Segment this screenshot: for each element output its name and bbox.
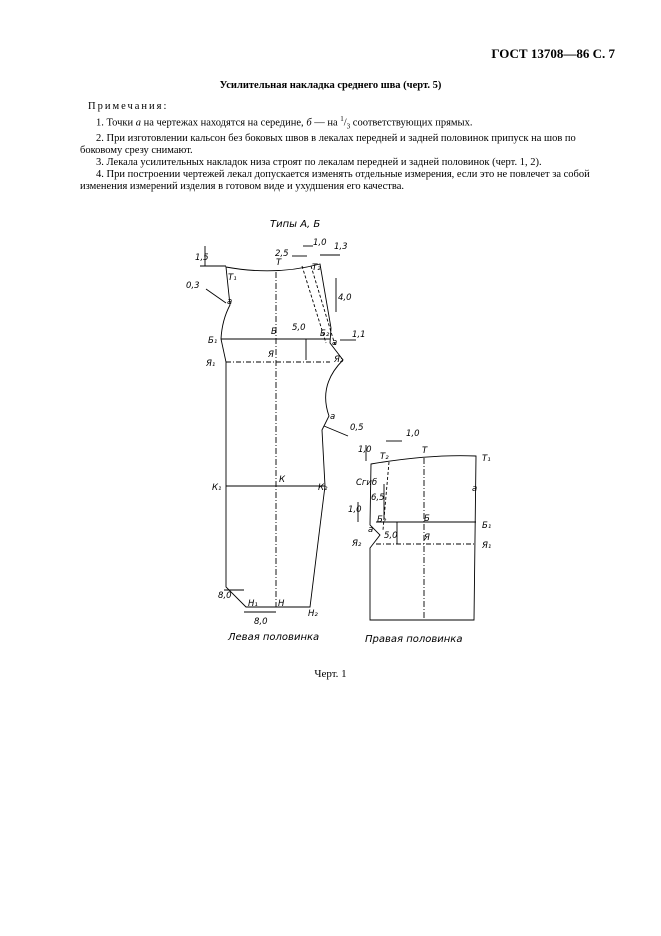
notes-block: Примечания: 1. Точки а на чертежах наход… bbox=[80, 101, 620, 193]
left-seam-guide bbox=[301, 265, 327, 344]
left-half-outline bbox=[220, 263, 344, 608]
left-dim-label-8-0-v: 8,0 bbox=[218, 591, 232, 601]
right-label-B: Б bbox=[424, 514, 430, 524]
left-dim-label-1-5: 1,5 bbox=[195, 253, 209, 263]
left-label-K2: К₂ bbox=[318, 483, 328, 493]
left-label-Ya2: Я₂ bbox=[333, 355, 344, 365]
left-label-a1: а bbox=[227, 297, 232, 307]
left-label-a3: а bbox=[330, 412, 335, 422]
left-dim-label-5-0: 5,0 bbox=[292, 323, 306, 333]
left-dim-label-1-3: 1,3 bbox=[334, 242, 348, 252]
notes-label: Примечания: bbox=[88, 101, 169, 112]
note-item-1: 1. Точки а на чертежах находятся на сере… bbox=[96, 115, 473, 131]
left-dim-label-4-0: 4,0 bbox=[338, 293, 352, 303]
left-dim-label-0-5: 0,5 bbox=[350, 423, 364, 433]
left-label-H: Н bbox=[278, 599, 285, 609]
types-label: Типы А, Б bbox=[270, 219, 320, 230]
right-dim-label-1-0-low: 1,0 bbox=[348, 505, 362, 515]
right-label-Ya1: Я₁ bbox=[481, 541, 491, 551]
left-dim-0-3 bbox=[205, 288, 227, 304]
left-label-B: Б bbox=[271, 327, 277, 337]
right-dim-label-5-0: 5,0 bbox=[384, 531, 398, 541]
left-dim-label-0-3: 0,3 bbox=[186, 281, 200, 291]
right-half-pattern bbox=[357, 440, 477, 621]
right-label-B1: Б₁ bbox=[482, 521, 491, 531]
left-label-Ya1: Я₁ bbox=[205, 359, 215, 369]
note-item-2: 2. При изготовлении кальсон без боковых … bbox=[80, 132, 576, 156]
left-dim-label-1-0: 1,0 bbox=[313, 238, 327, 248]
right-label-T2: Т₂ bbox=[380, 452, 389, 462]
note-item-4: 4. При построении чертежей лекал допуска… bbox=[80, 168, 590, 192]
left-dim-0-5 bbox=[323, 425, 349, 437]
right-label-Ya: Я bbox=[423, 533, 430, 543]
left-dim-label-8-0-h: 8,0 bbox=[254, 617, 268, 627]
left-dim-label-1-1: 1,1 bbox=[352, 330, 366, 340]
section-title: Усилительная накладка среднего шва (черт… bbox=[219, 80, 442, 91]
figure-caption: Черт. 1 bbox=[314, 668, 347, 680]
right-dim-label-1-0-side: 1,0 bbox=[358, 445, 372, 455]
left-label-K1: К₁ bbox=[212, 483, 221, 493]
standard-header: ГОСТ 13708—86 С. 7 bbox=[491, 46, 615, 61]
left-label-T1: Т₁ bbox=[228, 273, 237, 283]
left-half-pattern bbox=[200, 245, 356, 613]
right-label-B2: Б₂ bbox=[377, 515, 387, 525]
right-label-Ya2: Я₂ bbox=[351, 539, 362, 549]
right-label-T1: Т₁ bbox=[482, 454, 491, 464]
left-label-K: К bbox=[279, 475, 286, 485]
note-item-3: 3. Лекала усилительных накладок низа стр… bbox=[96, 156, 542, 168]
left-half-caption: Левая половинка bbox=[227, 632, 319, 643]
left-label-T2: Т₂ bbox=[312, 263, 321, 273]
left-label-H1: Н₁ bbox=[248, 599, 258, 609]
right-label-a2: а bbox=[368, 525, 373, 535]
right-label-sgib: Сгиб bbox=[356, 478, 377, 488]
right-half-outline bbox=[369, 455, 477, 621]
right-label-T: Т bbox=[422, 446, 428, 456]
left-label-B1: Б₁ bbox=[208, 336, 217, 346]
left-label-a2: а bbox=[332, 338, 337, 348]
left-label-H2: Н₂ bbox=[308, 609, 318, 619]
left-label-T: Т bbox=[276, 258, 282, 268]
left-dim-label-2-5: 2,5 bbox=[275, 249, 289, 259]
right-dim-label-1-0-top: 1,0 bbox=[406, 429, 420, 439]
right-half-caption: Правая половинка bbox=[365, 634, 462, 645]
left-seam-guide-2 bbox=[310, 265, 336, 346]
right-label-a1: а bbox=[472, 484, 477, 494]
right-dim-label-6-5: 6,5 bbox=[371, 493, 385, 503]
left-label-B2: Б₂ bbox=[320, 329, 330, 339]
left-label-Ya: Я bbox=[267, 350, 274, 360]
